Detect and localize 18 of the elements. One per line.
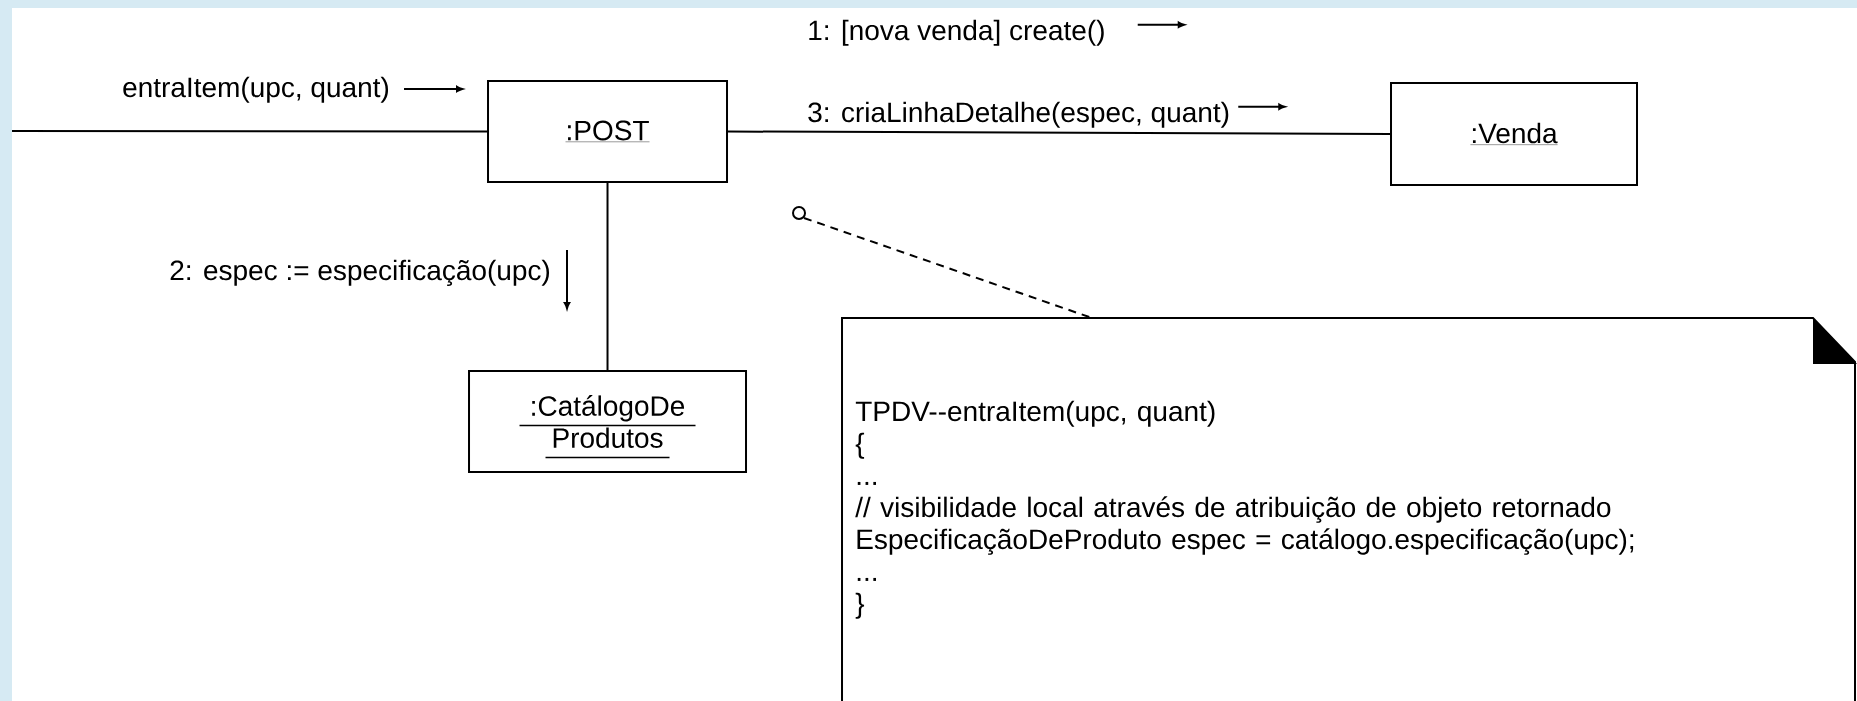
edge-label: 3: criaLinhaDetalhe(espec, quant): [805, 99, 1233, 130]
node-label: }: [855, 592, 865, 619]
edge-label: 2: espec := especificação(upc): [167, 257, 553, 288]
connector: [727, 130, 1391, 135]
node-label: ...: [857, 481, 876, 485]
connector: [606, 182, 609, 371]
object-box: :CatálogoDe Produtos: [468, 370, 747, 473]
node-label: TPDV--entraItem(upc, quant): [855, 400, 1215, 427]
node-label: EspecificaçãoDeProduto espec = catálogo.especificação(upc);: [857, 528, 1634, 555]
edge-label: entraItem(upc, quant): [120, 74, 392, 105]
note-box: TPDV--entraItem(upc, quant) { ... // visibilidade local através de atribuição de objeto retornado EspecificaçãoDeProduto espec = catálogo.especificação(upc); ... }: [841, 317, 1857, 701]
node-label: ...: [857, 577, 876, 581]
object-box: :Venda: [1390, 82, 1638, 186]
connector: [11, 130, 488, 133]
node-label: {: [855, 432, 865, 459]
object-box: :POST: [487, 80, 728, 183]
message-label: 1: [nova venda] create(): [809, 19, 1104, 46]
node-label: // visibilidade local através de atribuição de objeto retornado: [855, 496, 1611, 523]
